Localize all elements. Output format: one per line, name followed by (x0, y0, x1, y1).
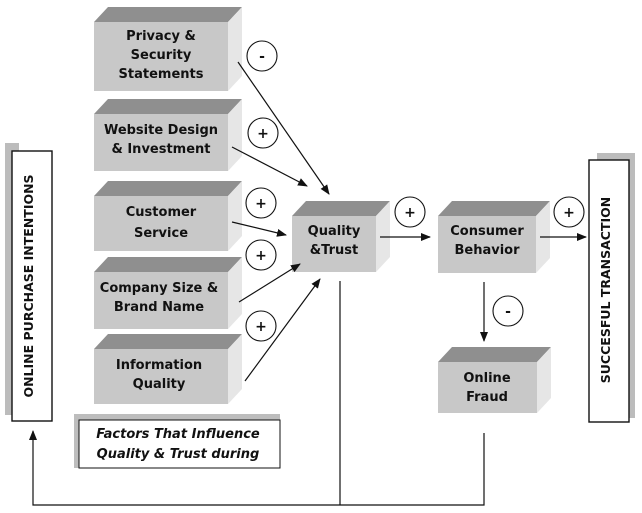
factor-label-line: Service (134, 226, 188, 241)
sign-circle-quality-to-behavior: + (394, 196, 426, 228)
caption-frame (78, 419, 281, 469)
sign-label: + (257, 126, 269, 142)
quality-trust-label-line: Quality (308, 224, 361, 239)
sign-label: + (404, 205, 416, 221)
online-fraud-box: Online Fraud (438, 347, 551, 413)
factor-information-quality: Information Quality (94, 334, 242, 404)
online-fraud-label-line: Fraud (466, 390, 508, 405)
online-purchase-intentions-label: ONLINE PURCHASE INTENTIONS (21, 174, 36, 397)
succesful-transaction-bar: SUCCESFUL TRANSACTION (588, 153, 635, 423)
consumer-behavior-box: Consumer Behavior (438, 201, 550, 273)
factor-label-line: Quality (133, 377, 186, 392)
online-purchase-intentions-bar: ONLINE PURCHASE INTENTIONS (5, 143, 53, 422)
arrow-website-to-quality (231, 146, 308, 187)
factor-website-design: Website Design & Investment (94, 99, 242, 171)
factor-company-size: Company Size & Brand Name (94, 257, 242, 329)
sign-label: + (255, 248, 267, 264)
feedback-line-fraud (29, 430, 485, 506)
sign-label: + (255, 196, 267, 212)
sign-label: - (259, 49, 265, 65)
sign-circle-behavior-to-fraud: - (492, 295, 524, 327)
arrow-privacy-to-quality (237, 61, 330, 195)
factor-label-line: Brand Name (114, 300, 204, 315)
quality-trust-label-line: &Trust (310, 243, 358, 258)
factor-label-line: Statements (119, 67, 204, 82)
caption-box: Factors That Influence Quality & Trust d… (74, 414, 281, 469)
arrow-customer-to-quality (231, 221, 287, 237)
sign-circle-customer: + (245, 187, 277, 219)
consumer-behavior-label-line: Consumer (450, 224, 524, 239)
succesful-transaction-label: SUCCESFUL TRANSACTION (598, 197, 613, 383)
online-fraud-label-line: Online (463, 371, 510, 386)
sign-circle-website: + (247, 117, 279, 149)
factor-label-line: Information (116, 358, 202, 373)
quality-trust-box: Quality &Trust (292, 201, 390, 272)
sign-label: + (255, 319, 267, 335)
sign-label: + (563, 205, 575, 221)
factor-label-line: Website Design (104, 123, 218, 138)
sign-circle-privacy: - (246, 40, 278, 72)
factor-label-line: Company Size & (100, 281, 218, 296)
factor-label-line: Privacy & (126, 29, 196, 44)
factor-label-line: Security (131, 48, 192, 63)
factor-label-line: Customer (126, 205, 197, 220)
caption-line: Factors That Influence (96, 427, 260, 442)
caption-line: Quality & Trust during (97, 447, 260, 462)
bar-frame (588, 159, 630, 423)
sign-circle-information: + (245, 310, 277, 342)
sign-circle-behavior-to-transaction: + (553, 196, 585, 228)
sign-circle-company: + (245, 239, 277, 271)
factor-label-line: & Investment (111, 142, 210, 157)
factor-privacy-security: Privacy & Security Statements (94, 7, 242, 91)
arrow-information-to-quality (244, 278, 321, 382)
sign-label: - (505, 304, 511, 320)
consumer-behavior-label-line: Behavior (454, 243, 520, 258)
factor-customer-service: Customer Service (94, 181, 242, 251)
bar-frame (11, 150, 53, 422)
arrow-company-to-quality (238, 263, 301, 303)
